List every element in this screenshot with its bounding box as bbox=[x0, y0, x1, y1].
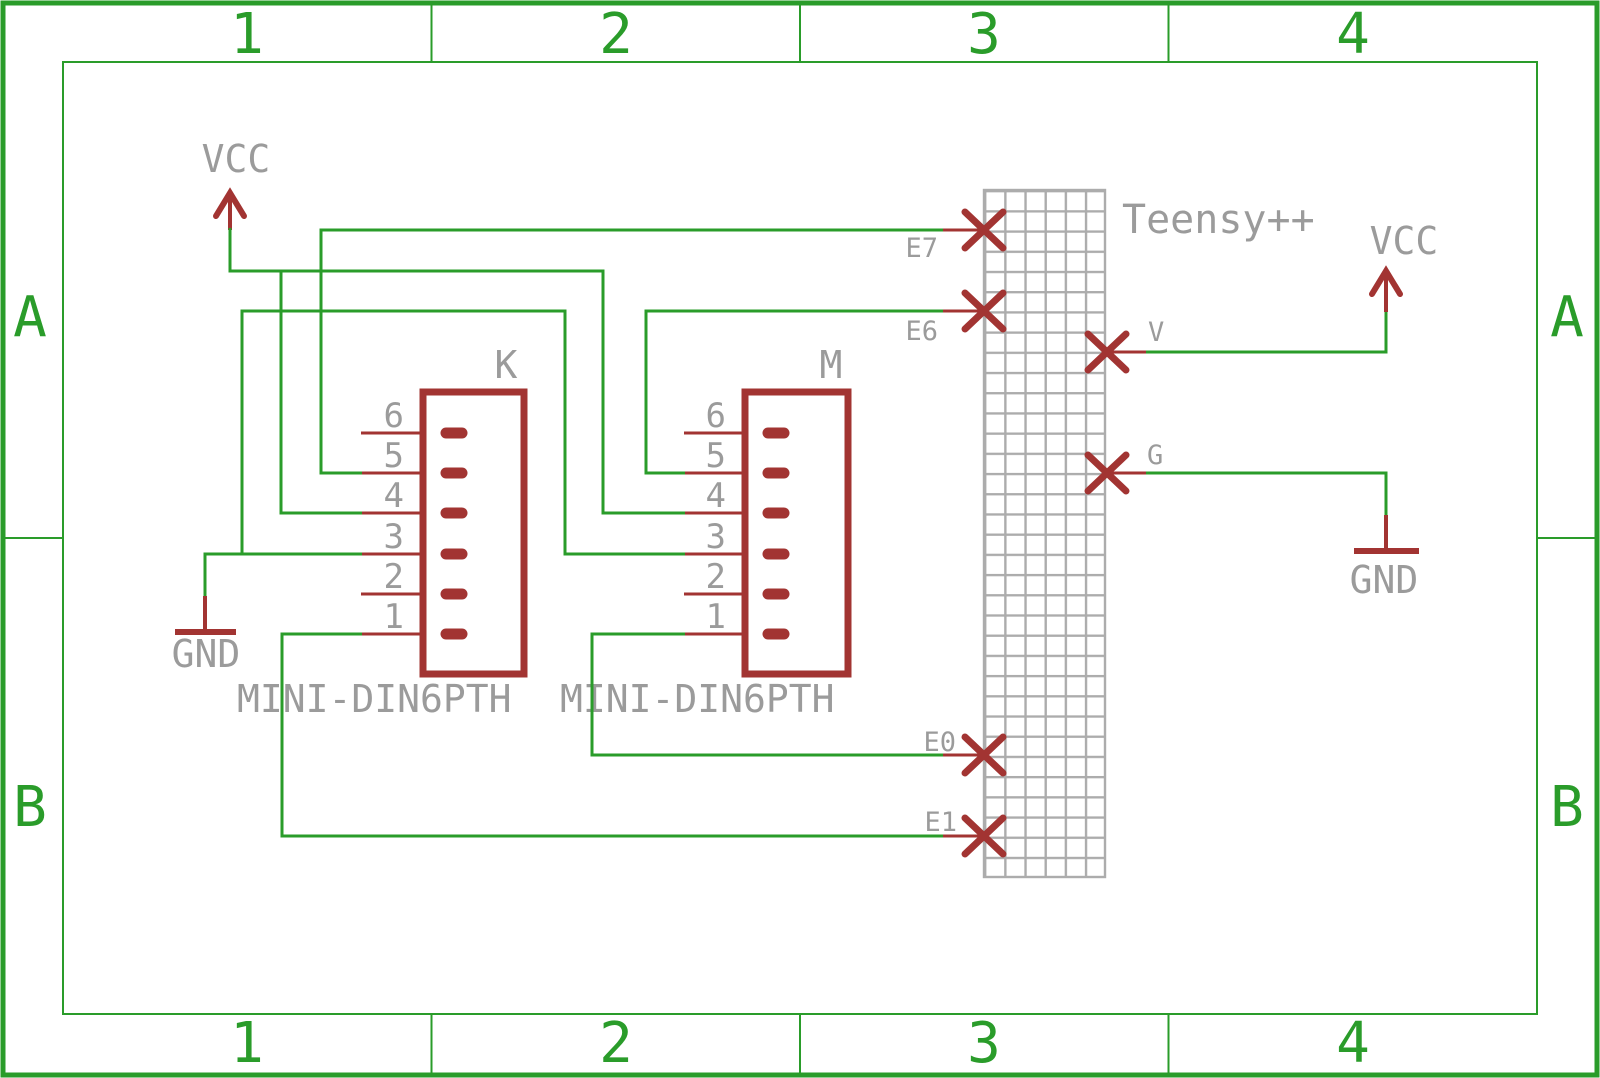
frame-col-label-bottom-3: 3 bbox=[967, 1011, 1001, 1076]
vcc-symbol-left[interactable] bbox=[213, 187, 247, 230]
gnd-left-label: GND bbox=[172, 632, 241, 676]
frame-col-label-top-3: 3 bbox=[967, 2, 1001, 67]
teensy-grid-border bbox=[982, 188, 1107, 879]
frame-row-label-left-b: B bbox=[13, 775, 47, 840]
teensy-pin-label-e6: E6 bbox=[905, 316, 938, 347]
gnd-symbol-left[interactable] bbox=[175, 596, 236, 635]
teensy-title: Teensy++ bbox=[1122, 197, 1315, 243]
x-mark-v[interactable] bbox=[1084, 330, 1130, 374]
frame-col-label-top-4: 4 bbox=[1336, 2, 1370, 67]
m-pin-number-6: 6 bbox=[706, 396, 726, 436]
connector-k[interactable] bbox=[361, 388, 528, 678]
net-gnd-left-k3[interactable] bbox=[203, 552, 362, 596]
x-mark-e0[interactable] bbox=[961, 733, 1007, 777]
frame-row-label-right-a: A bbox=[1550, 285, 1584, 350]
connector-m-pin-stubs[interactable] bbox=[684, 431, 745, 636]
frame-bottom-dividers bbox=[430, 1014, 1170, 1073]
connector-k-pin-pads bbox=[440, 427, 468, 640]
frame-top-dividers bbox=[430, 5, 1170, 62]
connector-k-designator: K bbox=[495, 343, 518, 387]
connector-k-value: MINI-DIN6PTH bbox=[237, 677, 512, 721]
teensy-pin-label-v: V bbox=[1148, 317, 1164, 348]
gnd-right-label: GND bbox=[1350, 558, 1419, 602]
connector-m-body[interactable] bbox=[741, 388, 852, 678]
x-mark-e1[interactable] bbox=[961, 814, 1007, 858]
x-mark-e6[interactable] bbox=[961, 289, 1007, 333]
net-e6-m5[interactable] bbox=[644, 309, 943, 475]
frame-col-label-top-2: 2 bbox=[599, 2, 633, 67]
net-g-gnd-right[interactable] bbox=[1146, 471, 1388, 515]
teensy-grid-fill[interactable] bbox=[984, 190, 1105, 877]
pin-x-marks[interactable] bbox=[961, 208, 1130, 858]
net-v-vcc-right[interactable] bbox=[1146, 312, 1388, 354]
gnd-symbol-right[interactable] bbox=[1354, 515, 1419, 554]
frame-inner-border bbox=[62, 61, 1538, 1015]
frame-row-label-left-a: A bbox=[13, 285, 47, 350]
k-pin-number-5: 5 bbox=[384, 436, 404, 476]
teensy-pin-stubs[interactable] bbox=[943, 228, 1146, 838]
frame-col-label-bottom-1: 1 bbox=[230, 1011, 264, 1076]
teensy-module[interactable]: Teensy++ bbox=[982, 188, 1315, 879]
k-pin-number-6: 6 bbox=[384, 396, 404, 436]
connector-m-designator: M bbox=[820, 343, 843, 387]
net-gnd-left-m3-branch[interactable] bbox=[240, 309, 685, 556]
connector-m-pin-pads bbox=[762, 427, 790, 640]
net-wires[interactable] bbox=[203, 228, 1388, 838]
m-pin-number-5: 5 bbox=[706, 436, 726, 476]
m-pin-number-2: 2 bbox=[706, 557, 726, 597]
net-k1-e1[interactable] bbox=[280, 632, 943, 838]
frame-col-label-top-1: 1 bbox=[230, 2, 264, 67]
k-pin-number-2: 2 bbox=[384, 557, 404, 597]
m-pin-number-3: 3 bbox=[706, 517, 726, 557]
connector-k-pin-stubs[interactable] bbox=[361, 431, 423, 636]
connector-m[interactable] bbox=[684, 388, 852, 678]
teensy-pin-label-e0: E0 bbox=[923, 727, 956, 758]
frame-col-label-bottom-4: 4 bbox=[1336, 1011, 1370, 1076]
connector-m-value: MINI-DIN6PTH bbox=[560, 677, 835, 721]
vcc-right-label: VCC bbox=[1370, 219, 1439, 263]
teensy-pin-label-e7: E7 bbox=[905, 233, 938, 264]
vcc-left-label: VCC bbox=[202, 137, 271, 181]
k-pin-number-4: 4 bbox=[384, 476, 404, 516]
frame-col-label-bottom-2: 2 bbox=[599, 1011, 633, 1076]
vcc-left-arrow-icon bbox=[213, 187, 247, 219]
x-mark-e7[interactable] bbox=[961, 208, 1007, 252]
teensy-pin-label-e1: E1 bbox=[924, 807, 957, 838]
vcc-symbol-right[interactable] bbox=[1369, 265, 1403, 312]
net-m1-e0[interactable] bbox=[590, 632, 943, 757]
frame-row-label-right-b: B bbox=[1550, 775, 1584, 840]
power-symbols[interactable] bbox=[175, 187, 1419, 635]
teensy-pin-label-g: G bbox=[1147, 440, 1163, 471]
connector-k-body[interactable] bbox=[419, 388, 528, 678]
net-e7-k5[interactable] bbox=[319, 228, 943, 475]
k-pin-number-3: 3 bbox=[384, 517, 404, 557]
m-pin-number-4: 4 bbox=[706, 476, 726, 516]
net-vcc-left-k4-branch[interactable] bbox=[279, 271, 362, 515]
net-vcc-left-m4[interactable] bbox=[228, 228, 685, 515]
x-mark-g[interactable] bbox=[1084, 451, 1130, 495]
m-pin-number-1: 1 bbox=[706, 597, 726, 637]
k-pin-number-1: 1 bbox=[384, 597, 404, 637]
vcc-right-arrow-icon bbox=[1369, 265, 1403, 297]
